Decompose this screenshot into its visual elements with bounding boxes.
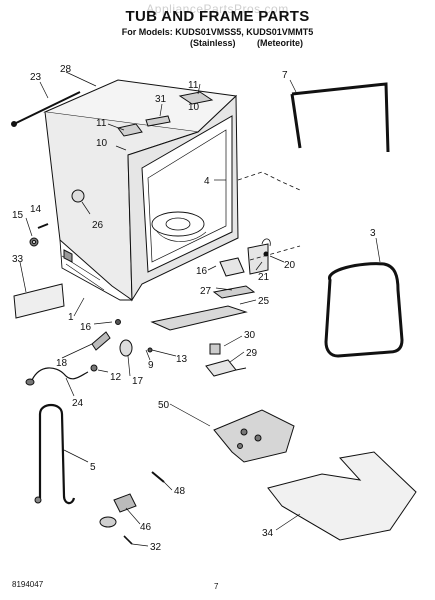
callout-31: 31 <box>155 94 167 105</box>
callout-25: 25 <box>258 296 270 307</box>
leader-dash-2 <box>249 245 301 261</box>
callout-11-top: 11 <box>188 80 199 91</box>
callout-26: 26 <box>92 220 104 231</box>
leader-dash <box>237 171 301 191</box>
part-21-bracket <box>247 238 271 275</box>
callout-34: 34 <box>262 528 274 539</box>
callout-24: 24 <box>72 398 84 409</box>
part-17-foot <box>119 339 133 357</box>
document-number: 8194047 <box>12 580 44 589</box>
callout-1: 1 <box>68 312 74 323</box>
part-33-kickplate <box>13 283 65 319</box>
part-12-nut <box>90 364 98 372</box>
callout-5: 5 <box>90 462 96 473</box>
part-32-screw <box>123 535 133 545</box>
part-48-screw <box>151 471 165 483</box>
callout-11-left: 11 <box>96 118 107 129</box>
callout-3: 3 <box>370 228 376 239</box>
part-30-sensor <box>205 343 247 377</box>
callout-14: 14 <box>30 204 42 215</box>
part-34-cover <box>267 451 417 541</box>
part-24-cable <box>31 367 89 381</box>
callout-30: 30 <box>244 330 256 341</box>
part-23-rod <box>11 91 81 127</box>
part-5-end <box>34 496 42 504</box>
part-18-leg <box>91 319 121 351</box>
callout-13: 13 <box>176 354 188 365</box>
watermark: AppliancePartsPros.com <box>146 2 289 16</box>
leader-lines <box>19 71 381 547</box>
callout-23: 23 <box>30 72 42 83</box>
page-number: 7 <box>214 582 219 591</box>
part-24-plug <box>25 378 35 386</box>
callout-21: 21 <box>258 272 270 283</box>
callout-labels: 28 23 31 11 10 11 10 26 4 7 15 14 33 16 … <box>12 64 376 553</box>
callout-50: 50 <box>158 400 170 411</box>
callout-28: 28 <box>60 64 72 75</box>
part-5-hose <box>38 403 76 505</box>
callout-12: 12 <box>110 372 122 383</box>
callout-16-mid: 16 <box>196 266 208 277</box>
callout-46: 46 <box>140 522 152 533</box>
callout-33: 33 <box>12 254 24 265</box>
part-50-bracket-assembly <box>213 409 295 463</box>
callout-29: 29 <box>246 348 258 359</box>
part-25-plate <box>150 257 256 331</box>
diagram-title: TUB AND FRAME PARTS <box>125 8 310 25</box>
variant-stainless: (Stainless) <box>190 38 236 48</box>
callout-10-left: 10 <box>96 138 108 149</box>
callout-20: 20 <box>284 260 296 271</box>
variant-meteorite: (Meteorite) <box>257 38 304 48</box>
callout-32: 32 <box>150 542 162 553</box>
part-3-door-gasket <box>324 262 404 358</box>
model-list: For Models: KUDS01VMSS5, KUDS01VMMT5 <box>121 27 314 37</box>
part-46-valve <box>99 493 137 528</box>
part-7-gasket <box>290 82 390 153</box>
part-14-screw <box>37 223 49 229</box>
callout-7: 7 <box>282 70 288 81</box>
callout-16-low: 16 <box>80 322 92 333</box>
tub-assembly <box>43 79 239 302</box>
part-15-grommet <box>29 237 39 247</box>
callout-10-top: 10 <box>188 102 200 113</box>
callout-15: 15 <box>12 210 24 221</box>
part-13-screw <box>147 347 153 353</box>
callout-27: 27 <box>200 286 212 297</box>
callout-18: 18 <box>56 358 68 369</box>
callout-4: 4 <box>204 176 210 187</box>
callout-9: 9 <box>148 360 154 371</box>
callout-48: 48 <box>174 486 186 497</box>
callout-17: 17 <box>132 376 144 387</box>
